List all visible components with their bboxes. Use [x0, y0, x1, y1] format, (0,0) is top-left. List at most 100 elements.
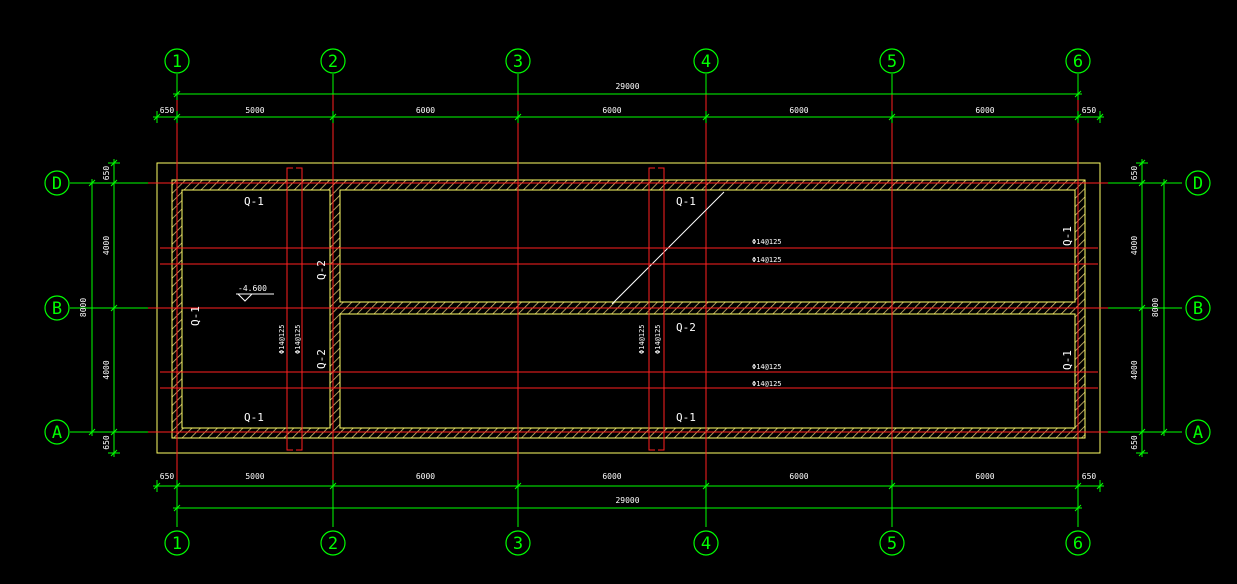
axis-label-3-bottom: 3: [513, 534, 523, 554]
dimension-lines: [86, 88, 1170, 514]
dim-text-overall-left: 8000: [79, 298, 88, 317]
axis-bubble-1-bottom: [164, 530, 190, 556]
axis-label-B-right: B: [1193, 299, 1203, 319]
dim-chain-right-tick-0: [1138, 159, 1146, 167]
wall-label-q1-upper-right: Q-1: [1061, 226, 1074, 246]
axis-label-D-right: D: [1193, 174, 1203, 194]
axis-bubble-3-bottom: [505, 530, 531, 556]
dim-text-left-2: 4000: [102, 360, 111, 379]
dim-chain-top-tick-7: [1096, 113, 1104, 121]
dim-chain-bottom-tick-0: [153, 482, 161, 490]
dim-chain-left-tick-4: [110, 449, 118, 457]
dim-text-bottom-3: 6000: [602, 472, 621, 481]
dim-chain-right-tick-1: [1138, 179, 1146, 187]
dim-overall-left-tick-1: [88, 428, 96, 436]
axis-bubble-B-right: [1185, 295, 1211, 321]
dim-chain-top-tick-5: [888, 113, 896, 121]
axis-label-4-top: 4: [701, 52, 711, 72]
axis-bubble-6-bottom: [1065, 530, 1091, 556]
axis-label-3-top: 3: [513, 52, 523, 72]
dim-overall-right-tick-0: [1160, 179, 1168, 187]
axis-bubble-2-bottom: [320, 530, 346, 556]
elevation-marker: -4.600: [236, 284, 274, 302]
axis-label-B-left: B: [52, 299, 62, 319]
dim-text-left-1: 4000: [102, 236, 111, 255]
dim-overall-top-tick-1: [1074, 90, 1082, 98]
dim-chain-bottom-tick-1: [173, 482, 181, 490]
axis-label-5-bottom: 5: [887, 534, 897, 554]
dim-chain-right-tick-2: [1138, 304, 1146, 312]
axis-bubble-A-left: [44, 419, 70, 445]
rebar-label-vertical-4: Φ14@125: [654, 324, 662, 354]
axis-bubble-2-top: [320, 48, 346, 74]
dim-text-overall-right: 8000: [1151, 298, 1160, 317]
wall-label-q2-middle: Q-2: [676, 321, 696, 334]
dim-chain-top-tick-1: [173, 113, 181, 121]
dim-chain-right-tick-4: [1138, 449, 1146, 457]
section-markers: [286, 167, 665, 451]
rebar-label-upper-1: Φ14@125: [752, 238, 782, 246]
dim-overall-top-tick-0: [173, 90, 181, 98]
axis-bubble-6-top: [1065, 48, 1091, 74]
dim-chain-left-tick-3: [110, 428, 118, 436]
elevation-label: -4.600: [238, 284, 267, 293]
grid-lines: [70, 74, 1182, 527]
wall-label-q2-lower-left: Q-2: [315, 349, 328, 369]
axis-bubble-4-top: [693, 48, 719, 74]
dim-text-right-0: 650: [1130, 166, 1139, 181]
dim-text-left-0: 650: [102, 166, 111, 181]
axis-label-2-bottom: 2: [328, 534, 338, 554]
dim-text-top-1: 5000: [245, 106, 264, 115]
dim-chain-top-tick-4: [702, 113, 710, 121]
axis-label-D-left: D: [52, 174, 62, 194]
axis-label-6-top: 6: [1073, 52, 1083, 72]
rebar-label-upper-2: Φ14@125: [752, 256, 782, 264]
rebar-label-vertical-3: Φ14@125: [638, 324, 646, 354]
dim-chain-top-tick-0: [153, 113, 161, 121]
rebar-band-lines: [160, 247, 1098, 389]
dim-text-bottom-4: 6000: [789, 472, 808, 481]
axis-label-2-top: 2: [328, 52, 338, 72]
dim-overall-left-tick-0: [88, 179, 96, 187]
rebar-labels: Φ14@125 Φ14@125 Φ14@125 Φ14@125 Φ14@125 …: [278, 238, 782, 388]
wall-label-q1-top-left: Q-1: [244, 195, 264, 208]
dim-chain-bottom-tick-7: [1096, 482, 1104, 490]
axis-label-6-bottom: 6: [1073, 534, 1083, 554]
dim-chain-bottom-tick-3: [514, 482, 522, 490]
axis-bubble-B-left: [44, 295, 70, 321]
dim-chain-bottom-tick-2: [329, 482, 337, 490]
dim-text-overall-bottom: 29000: [615, 496, 639, 505]
dim-text-bottom-1: 5000: [245, 472, 264, 481]
dim-text-bottom-2: 6000: [416, 472, 435, 481]
dim-text-top-5: 6000: [975, 106, 994, 115]
wall-labels: Q-1 Q-1 Q-2 Q-1 Q-1 Q-1 Q-2 Q-2 Q-1 Q-1: [189, 195, 1074, 424]
rebar-label-lower-2: Φ14@125: [752, 380, 782, 388]
dim-text-bottom-5: 6000: [975, 472, 994, 481]
dim-chain-top-tick-6: [1074, 113, 1082, 121]
dim-text-bottom-0: 650: [160, 472, 175, 481]
wall-hatch: [172, 180, 1085, 438]
rebar-label-lower-1: Φ14@125: [752, 363, 782, 371]
dim-text-left-3: 650: [102, 435, 111, 450]
rebar-label-vertical-1: Φ14@125: [278, 324, 286, 354]
axis-label-A-left: A: [52, 423, 62, 443]
axis-bubble-D-right: [1185, 170, 1211, 196]
wall-label-q1-bottom-right: Q-1: [676, 411, 696, 424]
dim-chain-bottom-tick-5: [888, 482, 896, 490]
dim-overall-bottom-tick-0: [173, 504, 181, 512]
axis-bubble-1-top: [164, 48, 190, 74]
axis-label-1-bottom: 1: [172, 534, 182, 554]
dim-chain-bottom-tick-4: [702, 482, 710, 490]
dim-text-bottom-6: 650: [1082, 472, 1097, 481]
dim-chain-right-tick-3: [1138, 428, 1146, 436]
dim-text-right-2: 4000: [1130, 360, 1139, 379]
dim-chain-top-tick-2: [329, 113, 337, 121]
dim-text-top-2: 6000: [416, 106, 435, 115]
dim-text-top-0: 650: [160, 106, 175, 115]
axis-bubble-4-bottom: [693, 530, 719, 556]
dim-overall-bottom-tick-1: [1074, 504, 1082, 512]
dimension-texts: 2900029000650650500050006000600060006000…: [79, 82, 1160, 505]
dim-chain-top-tick-3: [514, 113, 522, 121]
